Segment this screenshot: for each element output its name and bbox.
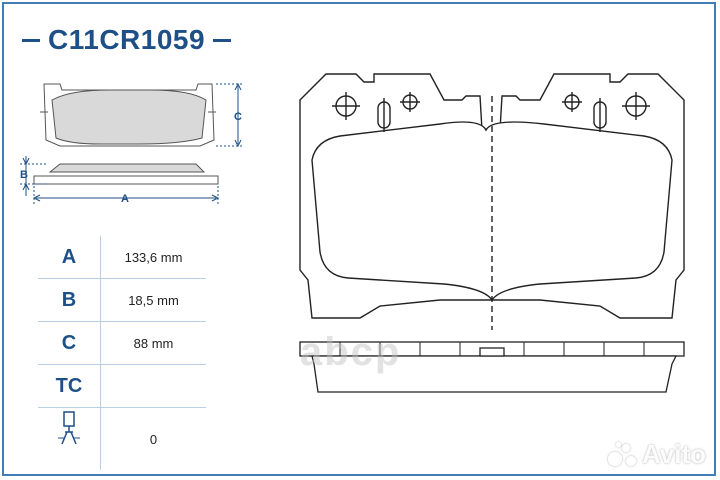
spec-row-a: A 133,6 mm <box>38 236 206 279</box>
dim-label-c: C <box>234 111 242 123</box>
title-dash-right <box>213 38 232 42</box>
specs-table: A 133,6 mm B 18,5 mm C 88 mm TC 0 <box>38 236 206 470</box>
spec-key: B <box>38 279 101 321</box>
dimension-b <box>20 156 48 196</box>
product-title: C11CR1059 <box>22 20 232 60</box>
avito-logo-icon <box>607 441 638 468</box>
avito-text: Avito <box>641 439 706 469</box>
spec-row-sensor: 0 <box>38 408 206 470</box>
spec-value: 18,5 mm <box>128 292 179 308</box>
dimension-a <box>32 186 220 204</box>
dimension-c <box>216 82 244 148</box>
wear-sensor-icon <box>58 411 80 445</box>
pad-top-view <box>40 83 216 147</box>
pad-side-large <box>299 341 685 393</box>
title-dash-left <box>22 38 40 42</box>
pad-front-large <box>299 73 685 330</box>
pad-side-view <box>33 163 219 185</box>
spec-value: 88 mm <box>133 335 174 351</box>
spec-row-b: B 18,5 mm <box>38 279 206 322</box>
spec-row-c: C 88 mm <box>38 322 206 365</box>
spec-key: C <box>38 322 101 364</box>
spec-key: TC <box>38 365 101 407</box>
avito-badge: Avito <box>607 439 706 470</box>
dim-label-a: A <box>121 193 129 205</box>
spec-value: 0 <box>149 431 158 447</box>
page-frame <box>2 2 716 476</box>
dim-label-b: B <box>20 169 28 181</box>
spec-key: A <box>38 236 101 278</box>
product-code: C11CR1059 <box>48 24 206 55</box>
spec-key-sensor <box>38 408 101 470</box>
watermark: abcp <box>300 330 402 374</box>
spec-value: 133,6 mm <box>124 249 183 265</box>
spec-row-tc: TC <box>38 365 206 408</box>
